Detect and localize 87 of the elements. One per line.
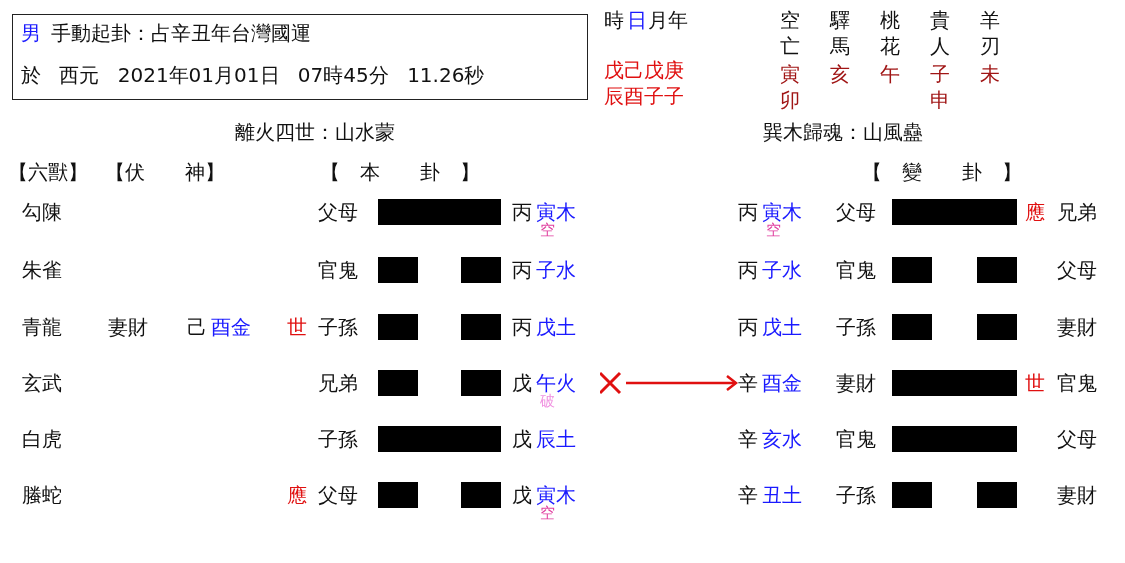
branch-label: 丑土	[762, 483, 802, 507]
relation-label: 官鬼	[1057, 371, 1097, 395]
star-label: 花	[880, 34, 900, 58]
stem-label: 丙	[738, 315, 758, 339]
star-label: 人	[930, 34, 950, 58]
stem-label: 丙	[738, 200, 758, 224]
void-note: 空	[540, 505, 555, 521]
date-label: 於 西元 2021年01月01日 07時45分 11.26秒	[21, 63, 485, 87]
hexagram-name: 離火四世：山水蒙	[235, 120, 395, 144]
branch-label: 子水	[762, 258, 802, 282]
relation-label: 官鬼	[318, 258, 358, 282]
beast-name: 朱雀	[22, 258, 62, 282]
stem-label: 丙	[512, 315, 532, 339]
branch-label: 子水	[536, 258, 576, 282]
stem-label: 戊	[512, 483, 532, 507]
relation-label: 妻財	[1057, 315, 1097, 339]
branch-label: 亥水	[762, 427, 802, 451]
stem-label: 丙	[512, 258, 532, 282]
shi-ying-mark: 應	[287, 483, 307, 507]
star-branch: 申	[930, 88, 950, 112]
star-branch: 寅	[780, 62, 800, 86]
pillar-heading: 日	[627, 8, 647, 32]
shi-ying-mark: 世	[1025, 371, 1045, 395]
relation-label: 妻財	[108, 315, 148, 339]
beast-name: 勾陳	[22, 200, 62, 224]
stem-label: 丙	[738, 258, 758, 282]
beast-name: 白虎	[22, 427, 62, 451]
star-branch: 亥	[830, 62, 850, 86]
relation-label: 妻財	[836, 371, 876, 395]
relation-label: 兄弟	[1057, 200, 1097, 224]
relation-label: 官鬼	[836, 258, 876, 282]
stem-label: 辛	[738, 371, 758, 395]
stem-label: 戊	[512, 427, 532, 451]
beast-name: 螣蛇	[22, 483, 62, 507]
star-label: 貴	[930, 8, 950, 32]
hexagram-name: 巽木歸魂：山風蠱	[763, 120, 923, 144]
relation-label: 父母	[1057, 427, 1097, 451]
beast-name: 青龍	[22, 315, 62, 339]
stem-label: 丙	[512, 200, 532, 224]
star-label: 羊	[980, 8, 1000, 32]
star-branch: 子	[930, 62, 950, 86]
stem-label: 戊	[512, 371, 532, 395]
star-label: 亡	[780, 34, 800, 58]
star-branch: 午	[880, 62, 900, 86]
relation-label: 子孫	[318, 315, 358, 339]
star-branch: 卯	[780, 88, 800, 112]
relation-label: 子孫	[836, 315, 876, 339]
pillar-heading: 月年	[648, 8, 688, 32]
relation-label: 父母	[318, 483, 358, 507]
pillar-heading: 時	[604, 8, 624, 32]
stem-label: 辛	[738, 427, 758, 451]
relation-label: 子孫	[836, 483, 876, 507]
branch-label: 午火	[536, 371, 576, 395]
break-note: 破	[540, 393, 555, 409]
column-header: 【 本 卦 】	[320, 160, 480, 184]
column-header: 【 變 卦 】	[862, 160, 1022, 184]
relation-label: 父母	[1057, 258, 1097, 282]
relation-label: 兄弟	[318, 371, 358, 395]
column-header: 【伏 神】	[105, 160, 225, 184]
star-label: 空	[780, 8, 800, 32]
branch-label: 戊土	[762, 315, 802, 339]
relation-label: 父母	[836, 200, 876, 224]
beast-name: 玄武	[22, 371, 62, 395]
shi-ying-mark: 世	[287, 315, 307, 339]
star-label: 刃	[980, 34, 1000, 58]
relation-label: 父母	[318, 200, 358, 224]
relation-label: 妻財	[1057, 483, 1097, 507]
gender-label: 男	[21, 21, 41, 45]
branch-label: 辰土	[536, 427, 576, 451]
branch-label: 戊土	[536, 315, 576, 339]
stem-label: 己	[187, 315, 207, 339]
stem-label: 辛	[738, 483, 758, 507]
branch-label: 酉金	[211, 315, 251, 339]
star-label: 馬	[830, 34, 850, 58]
column-header: 【六獸】	[8, 160, 88, 184]
header-box	[12, 14, 588, 100]
relation-label: 官鬼	[836, 427, 876, 451]
branch-label: 酉金	[762, 371, 802, 395]
void-note: 空	[766, 222, 781, 238]
relation-label: 子孫	[318, 427, 358, 451]
star-label: 桃	[880, 8, 900, 32]
shi-ying-mark: 應	[1025, 200, 1045, 224]
divination-title: 手動起卦：占辛丑年台灣國運	[51, 21, 311, 45]
pillar-branches: 辰酉子子	[604, 84, 684, 108]
void-note: 空	[540, 222, 555, 238]
star-label: 驛	[830, 8, 850, 32]
star-branch: 未	[980, 62, 1000, 86]
